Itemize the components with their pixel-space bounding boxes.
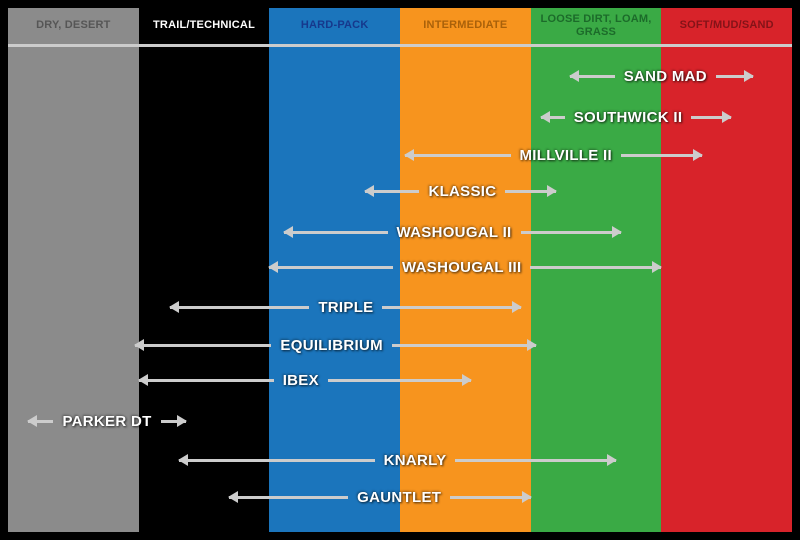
terrain-column-header-hard-pack: HARD-PACK [300, 19, 369, 32]
arrow-right-icon [327, 378, 471, 382]
arrow-left-icon [170, 305, 310, 309]
arrow-right-icon [455, 458, 616, 462]
terrain-columns: DRY, DESERT TRAIL/TECHNICAL HARD-PACK IN… [8, 8, 793, 532]
arrow-left-icon [28, 419, 54, 423]
arrow-left-icon [229, 495, 349, 499]
terrain-column-header-loose-dirt-loam-grass: LOOSE DIRT, LOAM, GRASS [540, 12, 652, 38]
tire-name-label: PARKER DT [62, 412, 152, 430]
tire-name-label: MILLVILLE II [519, 146, 612, 164]
terrain-column-header-dry-desert: DRY, DESERT [36, 19, 111, 32]
tire-name-label: KLASSIC [428, 182, 497, 200]
terrain-column-header-intermediate: INTERMEDIATE [423, 19, 508, 32]
tire-name-label: SAND MAD [623, 67, 707, 85]
tire-range-row: MILLVILLE II [405, 146, 702, 164]
tire-name-label: SOUTHWICK II [573, 108, 683, 126]
tire-name-label: EQUILIBRIUM [280, 336, 383, 354]
arrow-left-icon [541, 115, 565, 119]
arrow-left-icon [570, 74, 615, 78]
tire-range-row: PARKER DT [28, 412, 186, 430]
tire-range-row: KNARLY [179, 451, 616, 469]
tire-name-label: TRIPLE [318, 298, 374, 316]
terrain-column-header-trail-technical: TRAIL/TECHNICAL [153, 19, 255, 32]
tire-range-row: SOUTHWICK II [541, 108, 731, 126]
arrow-left-icon [139, 378, 274, 382]
terrain-column-trail-technical: TRAIL/TECHNICAL [138, 8, 270, 532]
tire-name-label: GAUNTLET [357, 488, 442, 506]
header-divider [8, 44, 792, 47]
arrow-right-icon [160, 419, 186, 423]
arrow-right-icon [620, 153, 702, 157]
arrow-right-icon [505, 189, 556, 193]
arrow-left-icon [269, 265, 394, 269]
arrow-right-icon [450, 495, 531, 499]
arrow-right-icon [520, 230, 621, 234]
arrow-left-icon [179, 458, 375, 462]
tire-range-row: WASHOUGAL III [269, 258, 661, 276]
tire-range-row: TRIPLE [170, 298, 521, 316]
arrow-left-icon [135, 343, 272, 347]
arrow-right-icon [715, 74, 753, 78]
arrow-left-icon [405, 153, 511, 157]
terrain-column-hard-pack: HARD-PACK [269, 8, 401, 532]
terrain-column-dry-desert: DRY, DESERT [8, 8, 139, 532]
tire-range-row: IBEX [139, 371, 471, 389]
tire-range-row: KLASSIC [365, 182, 556, 200]
tire-range-row: GAUNTLET [229, 488, 531, 506]
arrow-left-icon [284, 230, 388, 234]
tire-name-label: KNARLY [383, 451, 447, 469]
tire-range-row: SAND MAD [570, 67, 753, 85]
arrow-right-icon [391, 343, 536, 347]
tire-name-label: WASHOUGAL II [396, 223, 512, 241]
tire-name-label: IBEX [282, 371, 319, 389]
arrow-right-icon [382, 305, 521, 309]
arrow-right-icon [530, 265, 661, 269]
arrow-left-icon [365, 189, 420, 193]
terrain-column-loose-dirt-loam-grass: LOOSE DIRT, LOAM, GRASS [530, 8, 662, 532]
tire-range-row: WASHOUGAL II [284, 223, 621, 241]
arrow-right-icon [691, 115, 731, 119]
terrain-column-soft-mud-sand: SOFT/MUD/SAND [661, 8, 793, 532]
terrain-column-header-soft-mud-sand: SOFT/MUD/SAND [679, 19, 774, 32]
tire-name-label: WASHOUGAL III [402, 258, 522, 276]
tire-range-row: EQUILIBRIUM [135, 336, 536, 354]
terrain-column-intermediate: INTERMEDIATE [400, 8, 531, 532]
